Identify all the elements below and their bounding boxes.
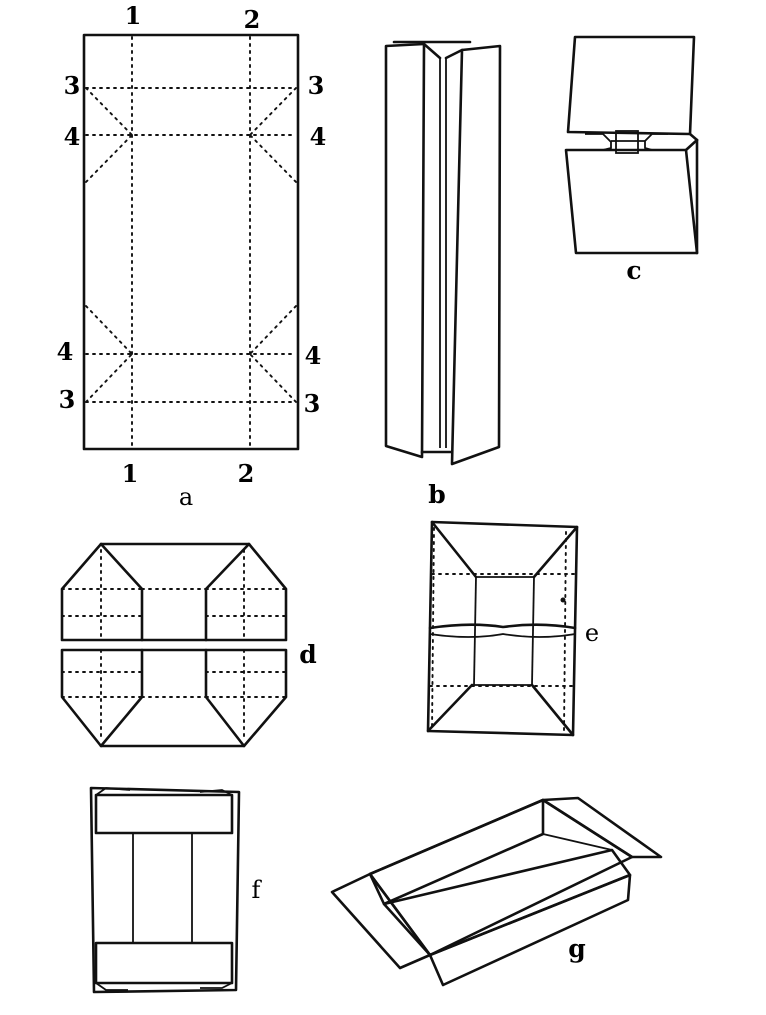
- right-flap: [541, 796, 663, 859]
- figure-f-folded-tray: f: [89, 786, 263, 994]
- connecting-tabs: [585, 130, 668, 154]
- label-top-1: 1: [125, 1, 142, 30]
- strip-left-flap: [384, 42, 426, 459]
- left-flap: [330, 872, 432, 970]
- strip-right-flap: [450, 44, 502, 466]
- label-left-4-top: 4: [64, 122, 81, 151]
- label-top-2: 2: [244, 5, 261, 34]
- caption-c: c: [626, 256, 641, 285]
- figure-g-assembled-box: g: [330, 796, 663, 987]
- figure-c-two-panels: c: [564, 35, 699, 285]
- back-wall: [368, 798, 545, 906]
- caption-e: e: [585, 619, 599, 647]
- label-right-3-top: 3: [308, 71, 325, 100]
- label-bottom-1: 1: [122, 459, 139, 488]
- figure-d-open-blank: d: [60, 542, 317, 748]
- label-left-3-bottom: 3: [59, 385, 76, 414]
- label-left-4-bottom: 4: [57, 337, 74, 366]
- figure-a-flat-sheet: 1 2 3 3 4 4 4 4 3 3 1 2 a: [57, 1, 327, 511]
- label-right-3-bottom: 3: [304, 389, 321, 418]
- front-face: [428, 873, 632, 987]
- front-wall: [382, 848, 632, 957]
- caption-g: g: [568, 934, 585, 963]
- caption-d: d: [299, 640, 316, 669]
- tray-outline-f: [89, 786, 241, 994]
- caption-f: f: [252, 876, 263, 904]
- lower-panel: [564, 148, 699, 255]
- label-right-4-bottom: 4: [305, 341, 322, 370]
- upper-half: [60, 542, 288, 642]
- label-left-3-top: 3: [64, 71, 81, 100]
- figure-e-tray-blank: e: [426, 520, 599, 737]
- gusset-folds-bottom: [85, 305, 297, 403]
- figure-b-folded-strip: b: [384, 40, 502, 509]
- lower-half: [60, 648, 288, 748]
- sheet-outline: [82, 33, 300, 451]
- label-bottom-2: 2: [238, 459, 255, 488]
- upper-panel: [566, 35, 696, 136]
- caption-b: b: [428, 480, 445, 509]
- label-right-4-top: 4: [310, 122, 327, 151]
- caption-a: a: [179, 483, 193, 511]
- top-flap: [94, 793, 234, 835]
- bottom-flap: [94, 941, 234, 985]
